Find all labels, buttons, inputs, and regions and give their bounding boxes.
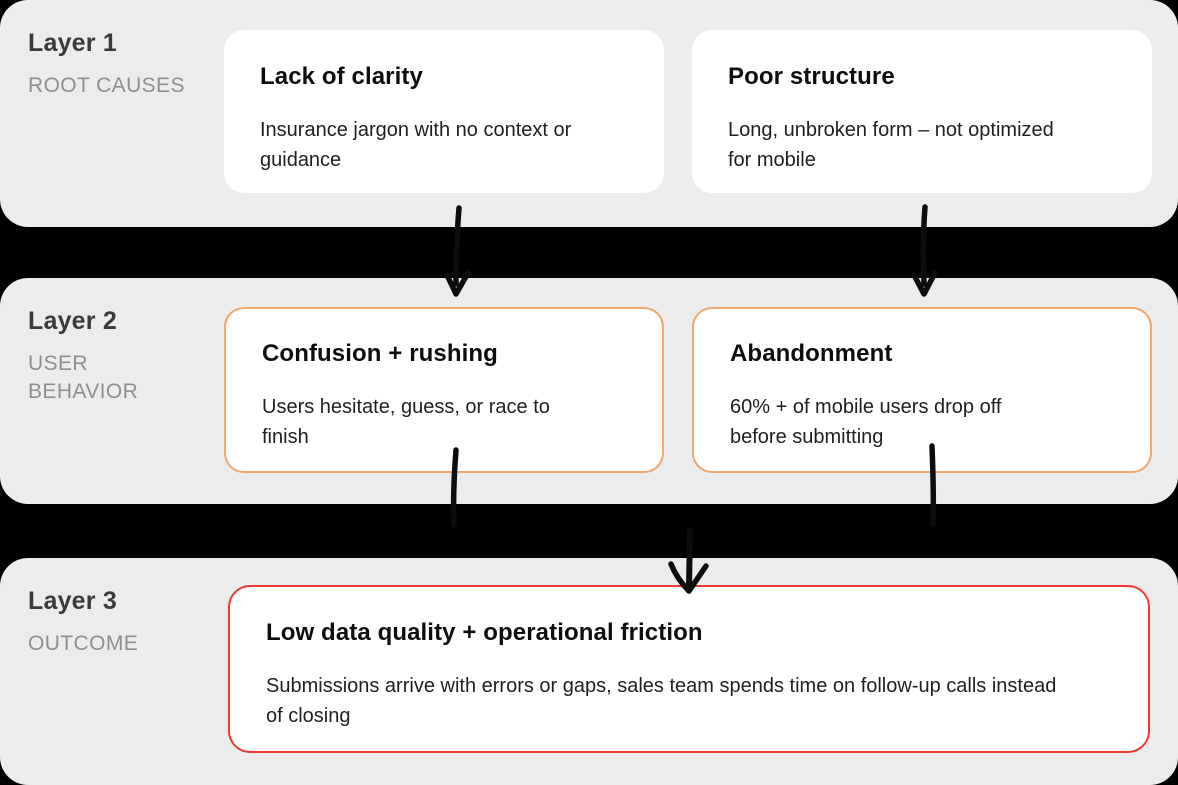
card-poor-structure-heading: Poor structure: [728, 63, 895, 90]
layer-2-label-column: Layer 2 USER BEHAVIOR: [28, 306, 196, 405]
card-outcome-body: Submissions arrive with errors or gaps, …: [266, 674, 1057, 727]
card-lack-of-clarity: Lack of clarity Insurance jargon with no…: [224, 30, 664, 193]
card-lack-of-clarity-body: Insurance jargon with no context or guid…: [260, 118, 572, 171]
layer-1-label-column: Layer 1 ROOT CAUSES: [28, 28, 196, 100]
layer-2-subtitle: USER BEHAVIOR: [28, 352, 139, 403]
card-confusion-rushing: Confusion + rushing Users hesitate, gues…: [224, 307, 664, 473]
layer-3-label-column: Layer 3 OUTCOME: [28, 586, 196, 658]
card-confusion-rushing-body: Users hesitate, guess, or race to finish: [262, 395, 550, 448]
layer-1-subtitle: ROOT CAUSES: [28, 74, 185, 97]
card-confusion-rushing-heading: Confusion + rushing: [262, 340, 498, 367]
card-poor-structure-body: Long, unbroken form – not optimized for …: [728, 118, 1054, 171]
layer-1-title: Layer 1: [28, 29, 117, 57]
card-abandonment: Abandonment 60% + of mobile users drop o…: [692, 307, 1152, 473]
layer-1-panel: Layer 1 ROOT CAUSES Lack of clarity Insu…: [0, 0, 1178, 227]
card-abandonment-body: 60% + of mobile users drop off before su…: [730, 395, 1002, 448]
layer-3-title: Layer 3: [28, 587, 117, 615]
layer-2-panel: Layer 2 USER BEHAVIOR Confusion + rushin…: [0, 278, 1178, 504]
card-abandonment-heading: Abandonment: [730, 340, 893, 367]
layer-2-title: Layer 2: [28, 307, 117, 335]
layer-3-panel: Layer 3 OUTCOME Low data quality + opera…: [0, 558, 1178, 785]
card-outcome: Low data quality + operational friction …: [228, 585, 1150, 753]
card-lack-of-clarity-heading: Lack of clarity: [260, 63, 423, 90]
layer-3-subtitle: OUTCOME: [28, 632, 139, 655]
card-poor-structure: Poor structure Long, unbroken form – not…: [692, 30, 1152, 193]
card-outcome-heading: Low data quality + operational friction: [266, 619, 703, 646]
